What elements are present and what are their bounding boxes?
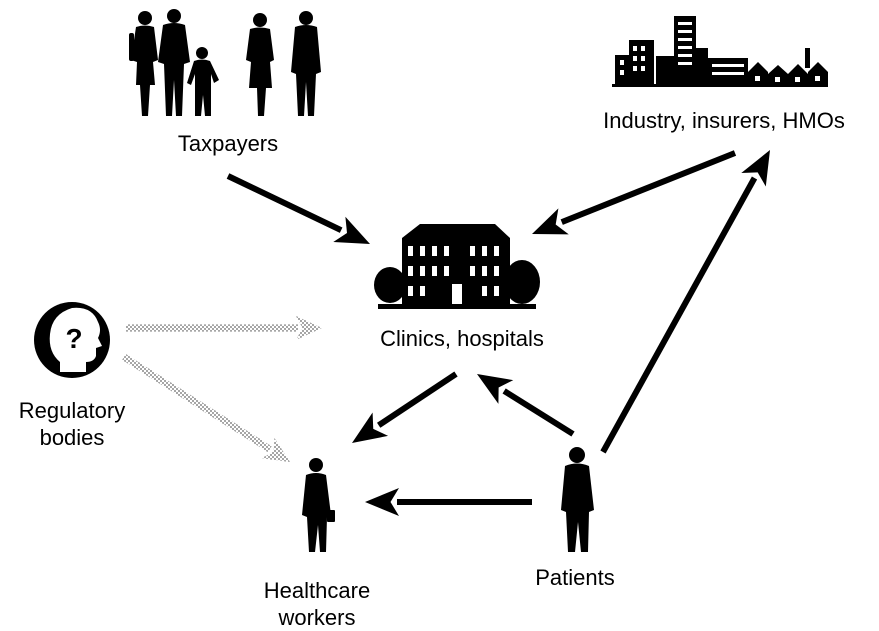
arrow-shaft: [122, 354, 272, 453]
arrow-shaft: [560, 150, 737, 225]
arrow-regulatory-to-clinics: [126, 316, 322, 340]
arrow-taxpayers-to-clinics: [226, 173, 370, 244]
question-head-icon: ?: [34, 302, 110, 378]
arrow-head: [532, 208, 569, 235]
arrow-head: [477, 374, 514, 404]
arrow-patients-to-healthcare: [365, 488, 532, 516]
patients-label: Patients: [535, 565, 615, 590]
healthcare-label-line2: workers: [277, 605, 355, 630]
arrow-industry-to-clinics: [532, 150, 737, 235]
arrow-shaft: [502, 388, 575, 437]
arrow-shaft: [226, 173, 343, 233]
arrow-head: [333, 216, 370, 244]
arrow-shaft: [377, 371, 458, 428]
regulatory-label-line2: bodies: [40, 425, 105, 450]
city-skyline-icon: [612, 16, 828, 87]
svg-text:?: ?: [65, 323, 82, 354]
arrow-patients-to-clinics: [477, 374, 575, 437]
arrow-head: [352, 412, 389, 443]
healthcare-label-line1: Healthcare: [264, 578, 370, 603]
arrow-layer: [122, 150, 770, 516]
arrow-regulatory-to-healthcare: [122, 354, 290, 462]
hospital-building-icon: [374, 224, 540, 309]
arrow-clinics-to-healthcare: [352, 371, 458, 443]
family-silhouette-icon: [129, 9, 321, 116]
taxpayers-label: Taxpayers: [178, 131, 278, 156]
businessman-icon: [302, 458, 335, 552]
arrow-patients-to-industry: [600, 150, 770, 454]
industry-label: Industry, insurers, HMOs: [603, 108, 845, 133]
arrow-head: [365, 488, 399, 516]
regulatory-label-line1: Regulatory: [19, 398, 125, 423]
arrow-head: [261, 437, 290, 462]
arrow-head: [741, 150, 770, 187]
arrow-shaft: [600, 176, 758, 454]
arrow-head: [296, 316, 322, 340]
patient-silhouette-icon: [561, 447, 594, 552]
clinics-label: Clinics, hospitals: [380, 326, 544, 351]
